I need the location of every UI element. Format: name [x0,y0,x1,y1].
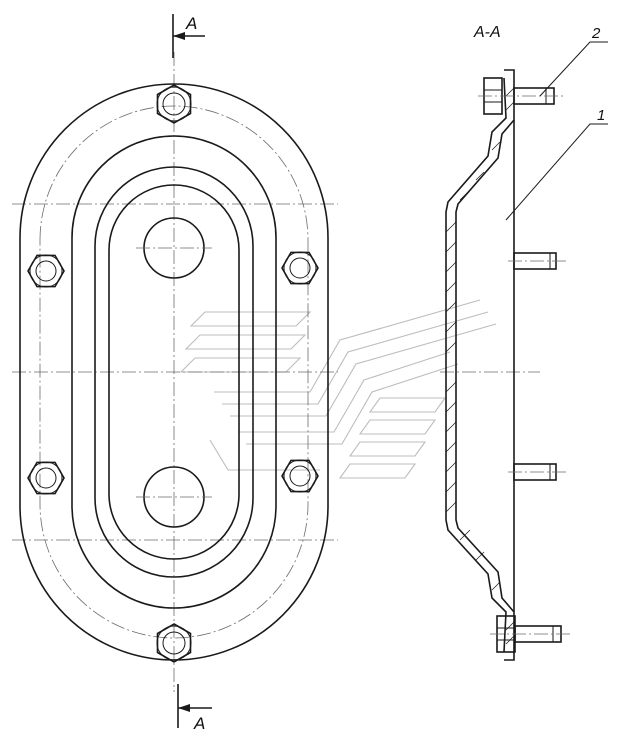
hex-bolt-icon [281,251,319,285]
section-view: A-A [440,24,608,661]
hex-bolt-icon [478,77,566,115]
front-view: A A [12,14,338,733]
hex-bolt-icon [27,254,65,288]
section-cut-label-bottom: A [193,714,205,733]
section-cut-mark-bottom [177,684,212,728]
hex-bolt-icon [156,623,192,663]
cover-inner-profile [445,77,507,653]
leader-1 [505,123,608,221]
hex-bolt-icon [490,615,570,653]
section-cut-mark-top [172,14,205,58]
hex-bolt-icon [281,459,319,493]
section-title: A-A [473,24,501,41]
callout-number-1: 1 [597,107,605,124]
hex-bolt-icon [27,461,65,495]
cover-outer-profile [455,69,515,661]
hex-bolt-icon [156,84,192,124]
section-cut-label-top: A [185,14,197,33]
section-hatching [445,87,515,645]
raised-contour-outer [94,166,254,578]
bolt-circle-line [39,105,309,639]
flange-outer-contour [19,83,329,661]
leader-2 [539,41,608,97]
flange-inner-contour [71,135,277,609]
raised-contour-inner [108,184,240,560]
callout-number-2: 2 [591,25,601,42]
watermark-logo [179,299,497,479]
